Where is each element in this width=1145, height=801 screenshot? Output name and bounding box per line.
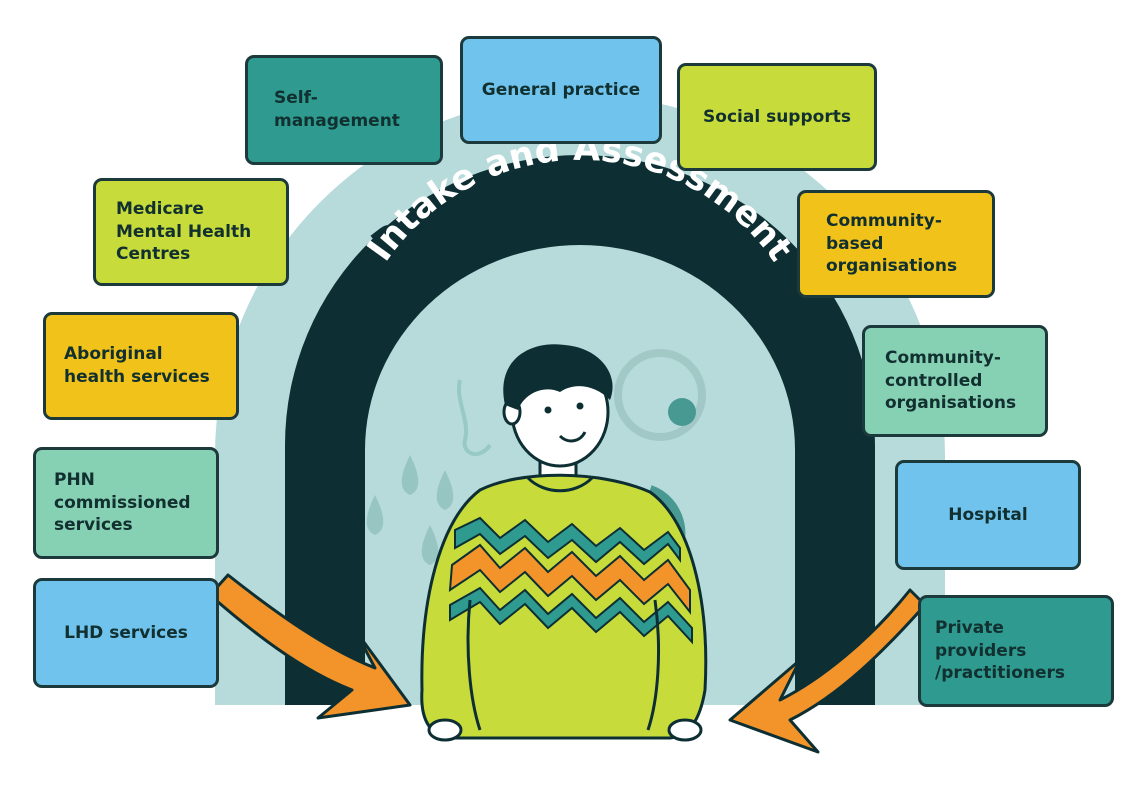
box-community-controlled-organisations-label: Community- controlled organisations (885, 347, 1017, 414)
raindrop-icons (366, 455, 454, 565)
box-hospital-label: Hospital (948, 504, 1028, 525)
box-lhd-services-label: LHD services (64, 622, 188, 643)
arrow-left-in (208, 573, 412, 720)
box-social-supports-label: Social supports (703, 106, 851, 127)
decorative-doodles (457, 349, 706, 564)
box-private-providers-practitioners-label: Private providers /practitioners (935, 617, 1066, 684)
box-lhd-services: LHD services (33, 578, 219, 688)
box-community-based-organisations-label: Community- based organisations (826, 210, 958, 277)
box-community-controlled-organisations: Community- controlled organisations (862, 325, 1048, 437)
box-medicare-mental-health-centres-label: Medicare Mental Health Centres (116, 198, 252, 265)
box-social-supports: Social supports (677, 63, 877, 171)
hair (503, 344, 613, 410)
box-private-providers-practitioners: Private providers /practitioners (918, 595, 1114, 707)
box-self-management-label: Self- management (274, 88, 400, 131)
box-self-management: Self- management (245, 55, 443, 165)
box-phn-commissioned-services: PHN commissioned services (33, 447, 219, 559)
sweater-pattern-orange (448, 543, 691, 615)
box-general-practice-label: General practice (481, 80, 641, 100)
intake-ring (285, 155, 875, 705)
person-icon (420, 344, 708, 742)
box-aboriginal-health-services-label: Aboriginal health services (64, 344, 210, 387)
box-community-based-organisations: Community- based organisations (797, 190, 995, 298)
box-aboriginal-health-services: Aboriginal health services (43, 312, 239, 420)
box-phn-commissioned-services-label: PHN commissioned services (54, 469, 191, 536)
arrow-right-in (728, 588, 927, 754)
box-hospital: Hospital (895, 460, 1081, 570)
box-medicare-mental-health-centres: Medicare Mental Health Centres (93, 178, 289, 286)
sweater-pattern-teal (454, 516, 681, 566)
box-general-practice: General practice (460, 36, 662, 144)
